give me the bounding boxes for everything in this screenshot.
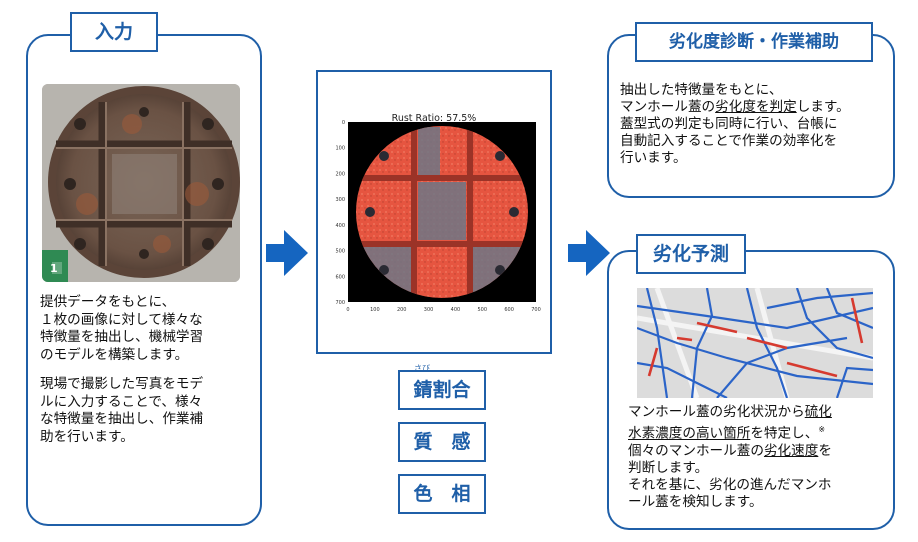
input-text-line: な特徴量を抽出し、作業補	[40, 411, 204, 427]
y-tick-label: 600	[335, 274, 345, 280]
input-panel: 1 提供データをもとに、 １枚の画像に対して様々な 特徴量を抽出し、機械学習 の…	[26, 34, 262, 526]
rust-analysis-figure: Rust Ratio: 57.5%	[316, 70, 552, 354]
highlight-deterioration-degree: 劣化度を判定	[715, 99, 797, 115]
prediction-title: 劣化予測	[636, 234, 746, 274]
input-text-line: のモデルを構築します。	[40, 346, 189, 363]
x-axis: 0 100 200 300 400 500 600 700	[346, 307, 540, 313]
prediction-line: 水素濃度の高い箇所を特定し、※	[628, 421, 890, 443]
flow-arrow-right-icon	[266, 230, 308, 276]
text-fragment: マンホール蓋の	[620, 99, 716, 115]
text-fragment: 個々のマンホール蓋の	[628, 442, 764, 459]
input-text-line: 現場で撮影した写真をモデ	[40, 376, 204, 392]
y-tick-label: 0	[342, 120, 345, 126]
input-text-line: ルに入力することで、様々	[40, 393, 203, 410]
pipe-network-drawing	[637, 288, 873, 398]
text-fragment: を特定し、	[750, 425, 819, 442]
highlight-h2s: 硫化	[804, 404, 832, 420]
diagnosis-line: マンホール蓋の劣化度を判定します。	[620, 99, 890, 116]
diagnosis-description: 抽出した特徴量をもとに、 マンホール蓋の劣化度を判定します。 蓋型式の判定も同時…	[620, 82, 890, 167]
input-text-line: 特徴量を抽出し、機械学習	[40, 329, 204, 345]
diagnosis-title: 劣化度診断・作業補助	[635, 22, 873, 62]
y-tick-label: 400	[335, 223, 345, 229]
flow-arrow-right-icon	[568, 230, 610, 276]
ruby-reading: さび	[414, 364, 430, 373]
photo-marker-label: 1	[50, 262, 58, 275]
input-text-line: 助を行います。	[40, 428, 134, 445]
x-tick-label: 700	[531, 307, 541, 313]
footnote-mark: ※	[818, 425, 826, 434]
input-description-2: 現場で撮影した写真をモデ ルに入力することで、様々 な特徴量を抽出し、作業補 助…	[40, 376, 254, 446]
text-fragment: します。	[796, 99, 850, 115]
prediction-line: 個々のマンホール蓋の劣化速度を	[628, 443, 890, 460]
y-tick-label: 700	[335, 300, 345, 306]
x-tick-label: 200	[397, 307, 407, 313]
diagnosis-line: 蓋型式の判定も同時に行い、台帳に	[620, 116, 838, 132]
highlight-h2s-location: 水素濃度の高い箇所	[628, 425, 751, 442]
input-text-line: 提供データをもとに、	[40, 294, 176, 310]
prediction-line: 判断します。	[628, 459, 709, 476]
manhole-photo-drawing	[42, 84, 240, 282]
rust-ratio-title: Rust Ratio: 57.5%	[391, 113, 477, 124]
prediction-line: ール蓋を検知します。	[628, 493, 763, 510]
prediction-line: それを基に、劣化の進んだマンホ	[628, 476, 832, 493]
diagnosis-line: 行います。	[620, 150, 687, 166]
y-tick-label: 200	[335, 171, 345, 177]
y-tick-label: 300	[335, 197, 345, 203]
prediction-description: マンホール蓋の劣化状況から硫化 水素濃度の高い箇所を特定し、※ 個々のマンホール…	[628, 404, 890, 511]
rust-ratio-plot: 0 100 200 300 400 500 600 700 0 100 200 300 400 500 6…	[335, 120, 540, 313]
x-tick-label: 500	[478, 307, 488, 313]
x-tick-label: 300	[424, 307, 434, 313]
y-tick-label: 100	[335, 146, 345, 152]
feature-hue: 色 相	[398, 474, 486, 514]
text-fragment: マンホール蓋の劣化状況から	[628, 404, 805, 420]
y-tick-label: 500	[335, 249, 345, 255]
pipe-network-map	[637, 288, 873, 398]
prediction-line: マンホール蓋の劣化状況から硫化	[628, 404, 890, 421]
y-axis: 0 100 200 300 400 500 600 700	[335, 120, 345, 306]
feature-rust-ratio: 錆割合	[398, 370, 486, 410]
x-tick-label: 0	[346, 307, 349, 313]
x-tick-label: 600	[504, 307, 514, 313]
manhole-photo: 1	[42, 84, 240, 282]
text-fragment: を	[818, 442, 832, 459]
input-description-1: 提供データをもとに、 １枚の画像に対して様々な 特徴量を抽出し、機械学習 のモデ…	[40, 294, 254, 364]
x-tick-label: 400	[451, 307, 461, 313]
input-title: 入力	[70, 12, 158, 52]
feature-texture: 質 感	[398, 422, 486, 462]
diagnosis-line: 自動記入することで作業の効率化を	[620, 133, 838, 149]
x-tick-label: 100	[370, 307, 380, 313]
highlight-deterioration-rate: 劣化速度	[763, 442, 819, 459]
diagnosis-line: 抽出した特徴量をもとに、	[620, 82, 783, 98]
input-text-line: １枚の画像に対して様々な	[40, 311, 203, 328]
